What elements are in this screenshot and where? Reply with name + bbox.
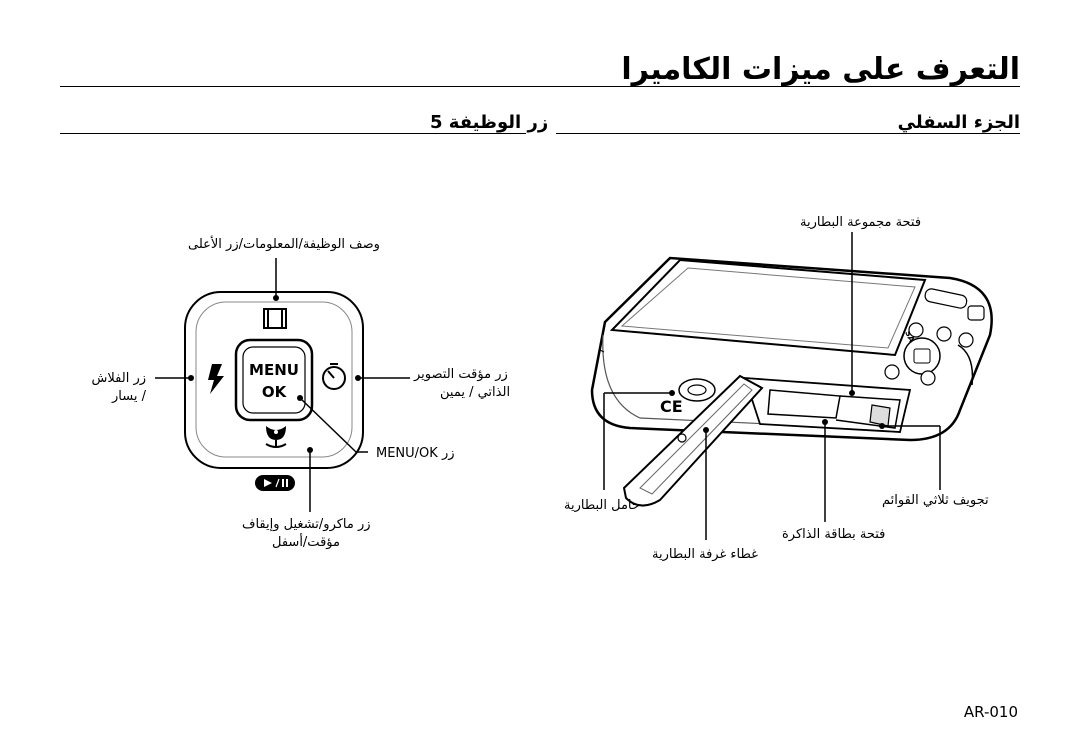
- section-right-rule: [556, 133, 1020, 134]
- camera-illustration: SAMSUNG CE: [590, 232, 993, 540]
- label-left: / يسار: [112, 389, 146, 404]
- menu-ok-button[interactable]: [234, 338, 314, 422]
- ce-mark: CE: [660, 397, 683, 416]
- macro-icon: [265, 426, 287, 448]
- label-tripod: تجويف ثلاثي القوائم: [882, 493, 989, 508]
- page-title: التعرف على ميزات الكاميرا: [621, 52, 1020, 87]
- section-left-rule: [60, 133, 526, 134]
- play-pause-icon: [255, 475, 295, 491]
- ok-label: OK: [262, 383, 288, 401]
- label-top: وصف الوظيفة/المعلومات/زر الأعلى: [188, 237, 380, 252]
- menu-label: MENU: [249, 361, 299, 379]
- label-timer: زر مؤقت التصوير: [414, 367, 508, 382]
- label-battery-cover: غطاء غرفة البطارية: [652, 547, 758, 562]
- label-card-slot: فتحة بطاقة الذاكرة: [782, 527, 886, 542]
- label-battery-holder: حامل البطارية: [564, 498, 640, 513]
- label-battery-chamber: فتحة مجموعة البطارية: [800, 215, 922, 230]
- section-right-title: الجزء السفلي: [897, 112, 1020, 133]
- flash-icon: [208, 364, 224, 394]
- control-pad: MENU OK: [155, 258, 410, 512]
- display-icon: [263, 308, 287, 329]
- label-flash: زر الفلاش: [91, 371, 146, 386]
- label-bottom-1: زر ماكرو/تشغيل وإيقاف: [242, 517, 371, 532]
- label-menu-ok: زر MENU/OK: [376, 446, 455, 461]
- page-number: AR-010: [963, 703, 1018, 721]
- self-timer-icon: [322, 363, 346, 390]
- label-right: الذاتي / يمين: [440, 385, 511, 400]
- section-left-title: زر الوظيفة 5: [430, 112, 549, 133]
- label-bottom-2: مؤقت/أسفل: [272, 535, 340, 550]
- title-rule: [60, 86, 1020, 87]
